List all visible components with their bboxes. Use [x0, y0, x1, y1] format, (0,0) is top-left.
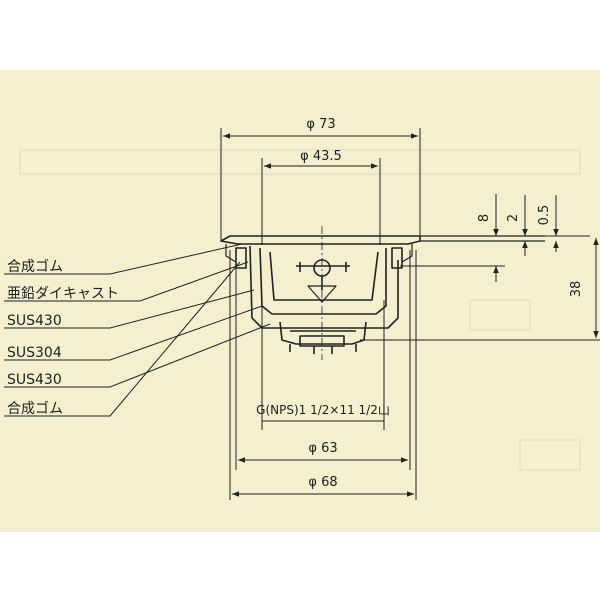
dim-label-phi73: φ 73	[306, 117, 335, 132]
dim-label-0_5: 0.5	[537, 205, 552, 226]
part-label-zinc-die-cast: 亜鉛ダイキャスト	[7, 286, 119, 302]
part-label-sus430-1: SUS430	[7, 313, 62, 329]
rubber-seal-left	[235, 247, 247, 269]
dim-label-phi43_5: φ 43.5	[300, 149, 342, 164]
inner-wall	[259, 247, 387, 315]
part-label-synthetic-rubber-2: 合成ゴム	[7, 400, 63, 417]
part-label-synthetic-rubber-1: 合成ゴム	[7, 258, 63, 275]
part-label-sus304: SUS304	[7, 345, 62, 361]
dim-label-phi63: φ 63	[308, 441, 337, 456]
leader-lines	[4, 243, 271, 417]
die-cast-cross	[296, 262, 350, 272]
part-label-sus430-2: SUS430	[7, 372, 62, 388]
dim-label-2: 2	[506, 214, 521, 222]
dim-label-phi68: φ 68	[308, 475, 337, 490]
dim-label-8: 8	[477, 214, 492, 222]
drain-body	[220, 226, 545, 360]
faint-background-print	[19, 149, 581, 471]
thread-label: G(NPS)1 1/2×11 1/2山	[256, 403, 390, 417]
outer-wall	[249, 245, 399, 329]
rubber-seal-right	[391, 247, 403, 269]
bottom-connector	[279, 321, 367, 345]
dim-label-38: 38	[569, 281, 584, 298]
